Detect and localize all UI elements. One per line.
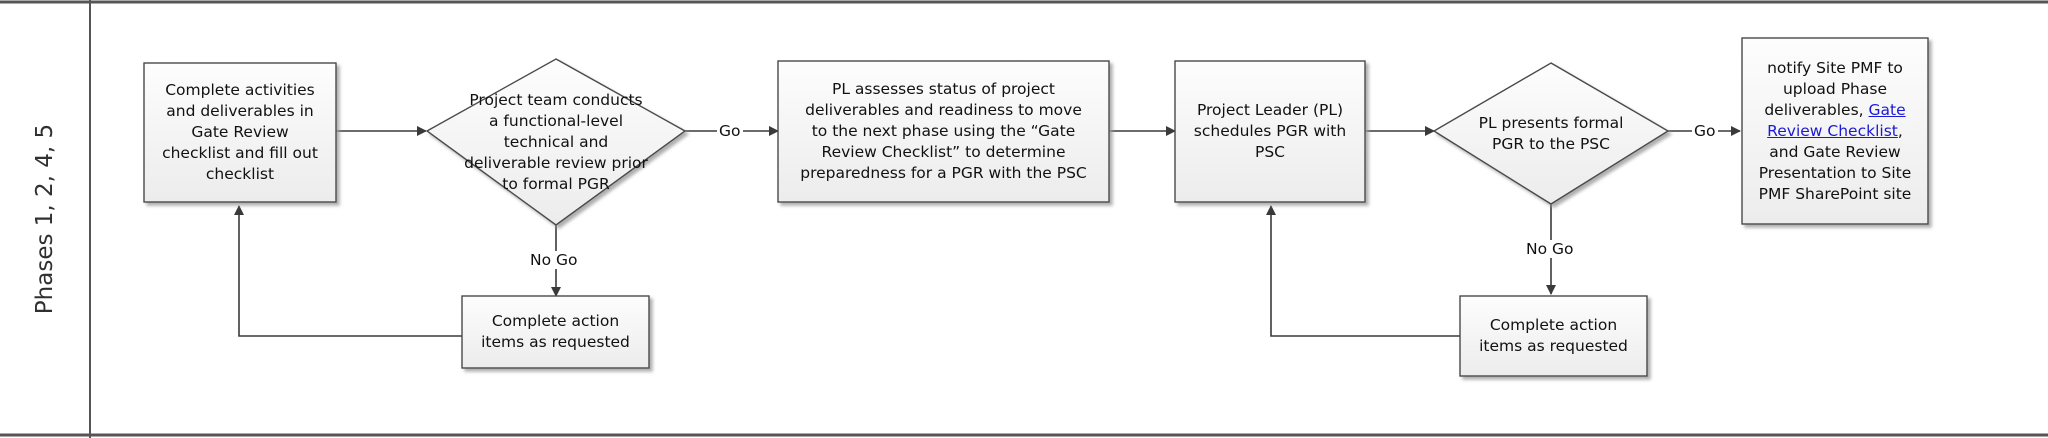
schedules-pgr-line: Project Leader (PL) [1196, 101, 1344, 119]
action-items-1-text: Complete action items as requested [462, 296, 649, 368]
pl-assesses-line: to the next phase using the “Gate [811, 122, 1076, 140]
edge-label-go-2: Go [1692, 122, 1718, 140]
process-action-items-2 [1459, 295, 1648, 377]
decision-team-review [425, 58, 687, 226]
pl-assesses-text: PL assesses status of project deliverabl… [778, 61, 1109, 202]
schedules-pgr-line: schedules PGR with [1193, 122, 1347, 140]
process-pl-assesses [777, 60, 1110, 203]
notify-line: deliverables, Gate [1759, 100, 1912, 121]
edge-action1-back [234, 205, 462, 337]
action-items-2-line: Complete action [1489, 316, 1618, 334]
notify-line: upload Phase [1782, 79, 1887, 98]
process-notify-pmf [1741, 37, 1929, 225]
pl-assesses-line: Review Checklist” to determine [821, 143, 1066, 161]
gate-review-checklist-link[interactable]: Review Checklist [1767, 121, 1898, 140]
pl-assesses-line: PL assesses status of project [831, 80, 1055, 98]
edge-action2-back [1266, 205, 1460, 337]
team-review-text: Project team conducts a functional-level… [427, 59, 685, 225]
notify-line-text: , [1897, 121, 1903, 140]
complete-activities-text: Complete activities and deliverables in … [144, 63, 336, 202]
action-items-2-text: Complete action items as requested [1460, 296, 1647, 376]
action-items-1-line: items as requested [481, 333, 630, 351]
process-action-items-1 [461, 295, 650, 369]
presents-pgr-line: PL presents formal [1478, 113, 1624, 132]
complete-activities-line: and deliverables in [166, 102, 314, 120]
notify-line: and Gate Review [1769, 142, 1901, 161]
presents-pgr-text: PL presents formal PGR to the PSC [1434, 63, 1668, 204]
team-review-line: technical and [503, 132, 609, 151]
team-review-line: deliverable review prior [464, 153, 648, 172]
complete-activities-line: checklist and fill out [162, 144, 318, 162]
team-review-line: a functional-level [489, 111, 623, 130]
edge-label-no-go-1: No Go [528, 251, 580, 269]
team-review-line: Project team conducts [469, 90, 643, 109]
team-review-line: to formal PGR [502, 174, 610, 193]
action-items-1-line: Complete action [491, 312, 620, 330]
complete-activities-line: checklist [205, 165, 275, 183]
presents-pgr-line: PGR to the PSC [1492, 134, 1610, 153]
gate-review-checklist-link[interactable]: Gate [1868, 100, 1906, 119]
notify-pmf-text: notify Site PMF to upload Phase delivera… [1742, 38, 1928, 224]
notify-line: Presentation to Site [1758, 163, 1912, 182]
notify-line-text: deliverables, [1764, 100, 1869, 119]
complete-activities-line: Gate Review [191, 123, 289, 141]
action-items-2-line: items as requested [1479, 337, 1628, 355]
pl-assesses-line: preparedness for a PGR with the PSC [800, 164, 1087, 182]
complete-activities-line: Complete activities [165, 81, 315, 99]
notify-line: notify Site PMF to [1767, 58, 1903, 77]
schedules-pgr-line: PSC [1254, 143, 1285, 161]
schedules-pgr-text: Project Leader (PL) schedules PGR with P… [1175, 61, 1365, 202]
notify-line: PMF SharePoint site [1758, 184, 1912, 203]
process-complete-activities [143, 62, 337, 203]
swimlane-label-text: Phases 1, 2, 4, 5 [32, 123, 58, 315]
swimlane-label: Phases 1, 2, 4, 5 [0, 0, 90, 438]
notify-line: Review Checklist, [1759, 121, 1912, 142]
decision-presents-pgr [1432, 62, 1670, 205]
edge-label-go-1: Go [717, 122, 743, 140]
edge-label-no-go-2: No Go [1524, 240, 1576, 258]
pl-assesses-line: deliverables and readiness to move [805, 101, 1082, 119]
process-schedules-pgr [1174, 60, 1366, 203]
